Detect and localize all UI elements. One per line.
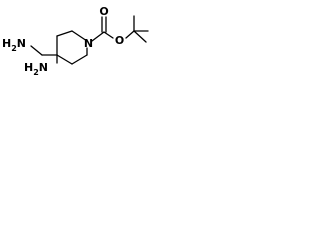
ring-amine-label: H2N bbox=[24, 61, 48, 77]
bond-carbonyl-ester-o bbox=[103, 31, 114, 39]
c4-substituents bbox=[30, 45, 58, 64]
ester-oxygen-label: O bbox=[115, 34, 124, 47]
aminomethyl-amine-label: H2N bbox=[2, 37, 26, 53]
bond-tbutyl-methyl-3 bbox=[133, 30, 147, 43]
bond-ester-o-tbutyl bbox=[125, 30, 135, 39]
ring-nitrogen-label: N bbox=[84, 37, 93, 50]
carbonyl-oxygen-label: O bbox=[99, 5, 108, 18]
chemical-structure: N O O H2N H2N bbox=[2, 5, 149, 77]
bond-n-carbonyl bbox=[91, 31, 105, 42]
ring-bond-n-c2 bbox=[71, 30, 88, 42]
ring-bond-c5-c6 bbox=[71, 54, 88, 65]
ring-bond-c2-c3 bbox=[56, 30, 73, 37]
boc-group bbox=[91, 15, 149, 43]
bond-methylene-amine bbox=[30, 45, 43, 56]
ring-bond-c4-c5 bbox=[56, 54, 73, 65]
piperidine-ring bbox=[56, 30, 88, 65]
